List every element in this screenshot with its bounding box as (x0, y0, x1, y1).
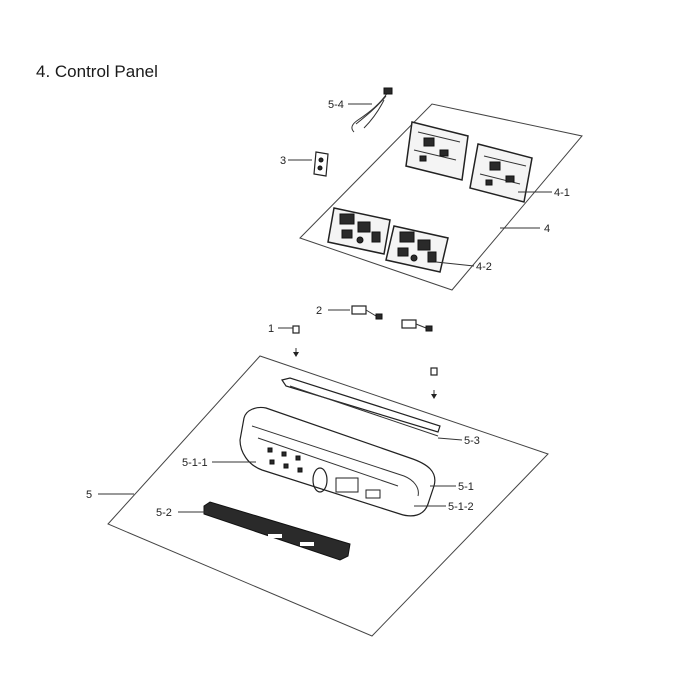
screw-part (292, 325, 438, 399)
leader-lines (98, 103, 552, 513)
label-2: 2 (316, 305, 322, 317)
trim-strip (281, 377, 441, 437)
label-1: 1 (268, 323, 274, 335)
label-5-1: 5-1 (458, 481, 474, 493)
bracket-part (313, 151, 329, 177)
label-4-2: 4-2 (476, 261, 492, 273)
label-5-1-2: 5-1-2 (448, 501, 474, 513)
label-5-1-1: 5-1-1 (182, 457, 208, 469)
label-5-4: 5-4 (328, 99, 344, 111)
pcb-board-lower-right (385, 225, 449, 273)
pcb-board-upper-right (469, 143, 533, 203)
connector-part (351, 305, 433, 332)
pcb-board-upper-left (405, 121, 469, 181)
label-4-1: 4-1 (554, 187, 570, 199)
decor-strip (203, 501, 351, 561)
pcb-board-lower-left (327, 207, 391, 255)
label-5-3: 5-3 (464, 435, 480, 447)
label-4: 4 (544, 223, 550, 235)
wire-harness (351, 87, 393, 133)
label-5-2: 5-2 (156, 507, 172, 519)
control-panel-frame (239, 406, 436, 517)
label-5: 5 (86, 489, 92, 501)
diagram-title: 4. Control Panel (36, 62, 158, 81)
label-3: 3 (280, 155, 286, 167)
